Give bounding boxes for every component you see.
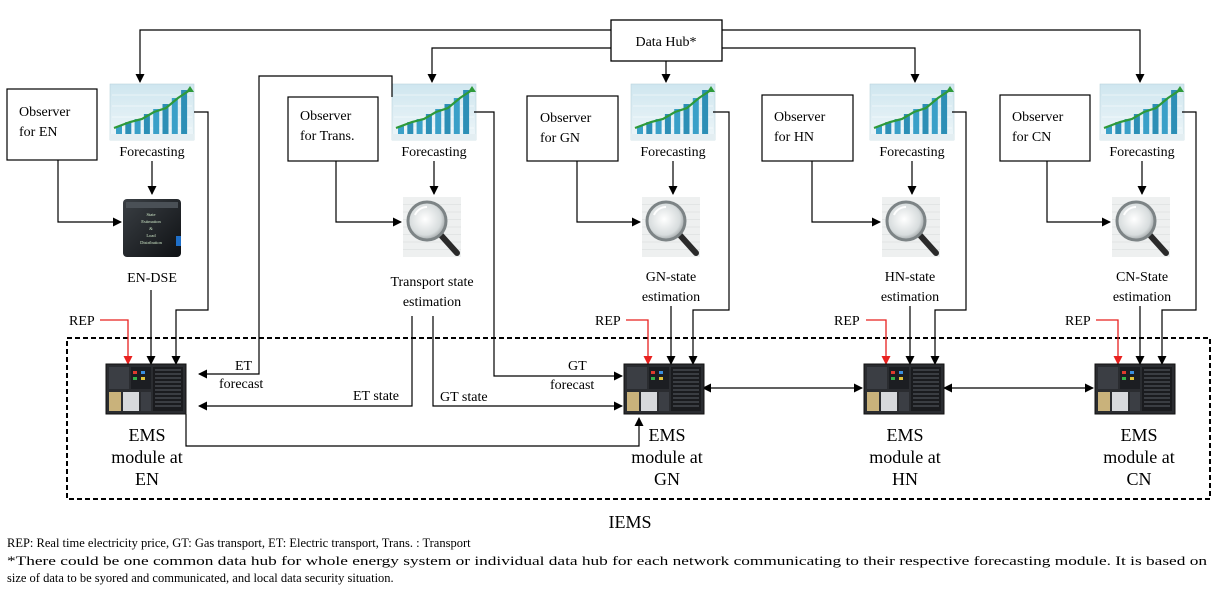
et-forecast-line1: ET <box>235 359 253 374</box>
transport-flows <box>185 75 1094 447</box>
data-hub-links <box>135 29 1145 83</box>
ems-cn-line1: EMS <box>1120 425 1157 445</box>
rep-label-gn: REP <box>595 314 621 329</box>
observer-cn-line1: Observer <box>1012 110 1064 125</box>
observer-gn-line1: Observer <box>540 111 592 126</box>
forecast-to-estimator-arrows <box>147 161 1147 195</box>
iems-boundary <box>66 337 1211 500</box>
ems-gn-line2: module at <box>631 447 702 467</box>
observer-to-estimator-arrows <box>57 160 1111 227</box>
observer-en-line1: Observer <box>19 105 71 120</box>
ems-hn-line2: module at <box>869 447 940 467</box>
estimator-label-gn-line2: estimation <box>642 290 700 305</box>
data-hub-label: Data Hub* <box>635 35 696 50</box>
observer-hn-line1: Observer <box>774 110 826 125</box>
estimator-label-gn-line1: GN-state <box>646 270 697 285</box>
dse-box-text-line: Estimation <box>141 219 161 224</box>
footnote-data-hub-line2: size of data to be syored and communicat… <box>7 571 394 585</box>
forecasting-label-gn: Forecasting <box>640 145 705 160</box>
ems-en-line2: module at <box>111 447 182 467</box>
dse-box-text-line: Distribution <box>140 240 163 245</box>
estimator-label-en: EN-DSE <box>127 271 177 286</box>
estimator-label-trans-line2: estimation <box>403 295 461 310</box>
estimator-label-cn-line2: estimation <box>1113 290 1171 305</box>
forecasting-chart-icon <box>630 83 716 141</box>
observer-trans: Observer for Trans. <box>287 96 379 162</box>
forecasting-chart-icon <box>391 83 477 141</box>
gt-state-label: GT state <box>440 390 488 405</box>
et-forecast-line2: forecast <box>219 377 263 392</box>
estimator-label-cn-line1: CN-State <box>1116 270 1168 285</box>
forecasting-chart-icon <box>109 83 195 141</box>
observer-hn-line2: for HN <box>774 130 814 145</box>
forecasting-label-en: Forecasting <box>119 145 184 160</box>
dse-box-text-line: & <box>149 226 153 231</box>
magnifier-icon <box>642 197 700 257</box>
iems-label: IEMS <box>608 512 651 532</box>
ems-cn-line3: CN <box>1126 469 1151 489</box>
forecast-to-ems-feeds <box>171 111 1197 365</box>
magnifier-icon <box>1112 197 1170 257</box>
forecasting-chart-icon <box>869 83 955 141</box>
observer-trans-line1: Observer <box>300 109 352 124</box>
magnifier-icon <box>882 197 940 257</box>
gt-forecast-line2: forecast <box>550 378 594 393</box>
forecasting-label-cn: Forecasting <box>1109 145 1174 160</box>
observer-trans-line2: for Trans. <box>300 129 354 144</box>
footnote-abbreviations: REP: Real time electricity price, GT: Ga… <box>7 536 471 550</box>
ems-en-line1: EMS <box>128 425 165 445</box>
dse-box-text-line: Load <box>146 233 156 238</box>
rep-arrows <box>100 319 1123 365</box>
gt-forecast-line1: GT <box>568 359 587 374</box>
estimator-label-trans-line1: Transport state <box>390 275 473 290</box>
forecasting-label-hn: Forecasting <box>879 145 944 160</box>
data-hub-box <box>610 19 723 62</box>
ems-module-icon <box>105 363 187 415</box>
observer-gn-line2: for GN <box>540 131 580 146</box>
observer-cn-line2: for CN <box>1012 130 1051 145</box>
ems-labels: EMS module at EN EMS module at GN EMS mo… <box>111 425 1174 489</box>
observer-hn: Observer for HN <box>761 94 854 162</box>
ems-module-icon <box>1094 363 1176 415</box>
et-state-label: ET state <box>353 389 399 404</box>
ems-module-icon <box>623 363 705 415</box>
ems-en-line3: EN <box>135 469 159 489</box>
observer-en: Observer for EN <box>6 88 98 161</box>
magnifier-icon <box>403 197 461 257</box>
ems-hn-line1: EMS <box>886 425 923 445</box>
ems-cn-line2: module at <box>1103 447 1174 467</box>
ems-module-icon <box>863 363 945 415</box>
estimator-label-hn-line2: estimation <box>881 290 939 305</box>
observer-gn: Observer for GN <box>526 95 619 162</box>
footnote-data-hub-line1: *There could be one common data hub for … <box>7 554 1208 568</box>
ems-gn-line1: EMS <box>648 425 685 445</box>
observer-cn: Observer for CN <box>999 94 1091 162</box>
forecasting-chart-icon <box>1099 83 1185 141</box>
forecasting-label-trans: Forecasting <box>401 145 466 160</box>
estimator-to-ems-arrows <box>146 290 1145 365</box>
estimator-label-hn-line1: HN-state <box>885 270 936 285</box>
observer-en-line2: for EN <box>19 125 58 140</box>
rep-label-cn: REP <box>1065 314 1091 329</box>
rep-label-hn: REP <box>834 314 860 329</box>
rep-label-en: REP <box>69 314 95 329</box>
ems-gn-line3: GN <box>654 469 680 489</box>
dse-box-text-line: State <box>147 212 156 217</box>
ems-hn-line3: HN <box>892 469 918 489</box>
